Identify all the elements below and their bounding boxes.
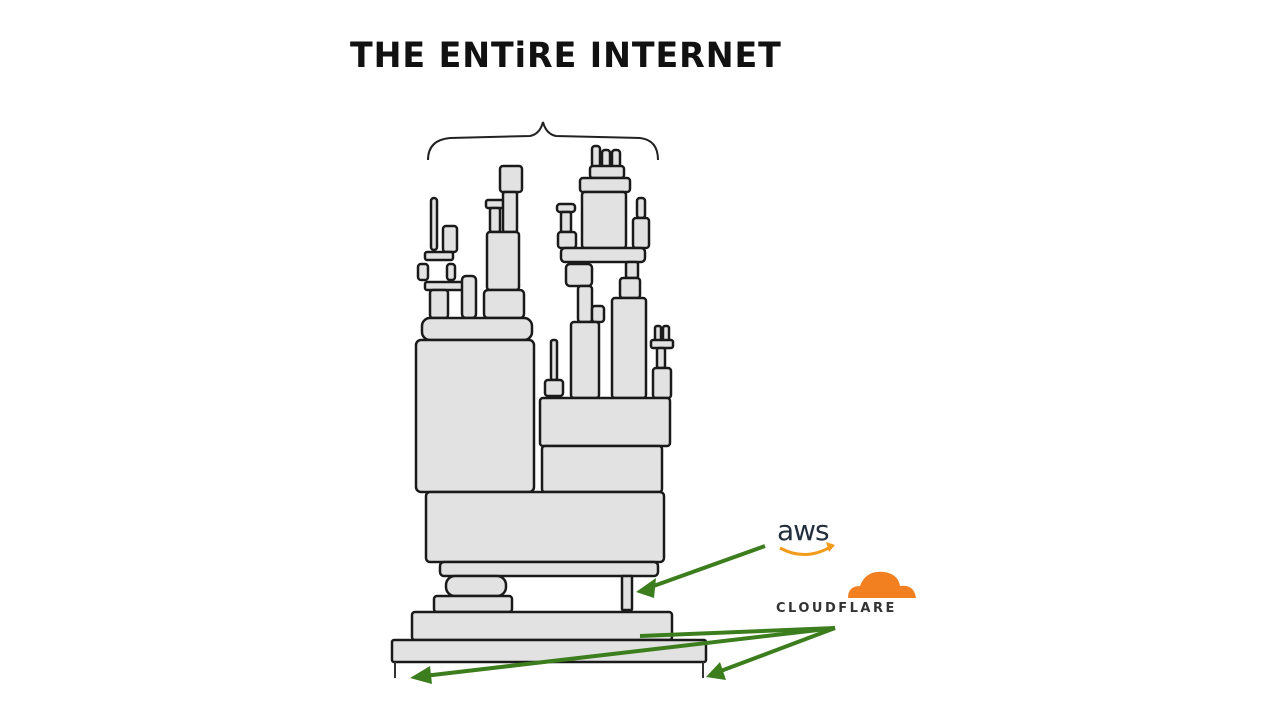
brace [427,121,659,161]
cloudflare-logo: CLOUDFLARE [776,601,897,616]
tower-blocks [390,144,708,678]
cloudflare-arrow-right [717,626,836,674]
aws-logo: aws [777,514,830,547]
tiny-pillar-aws [620,574,634,612]
cloudflare-arrow-left [423,626,836,678]
cloudflare-cloud-icon [848,571,916,598]
meme-title: THE ENTiRE INTERNET [350,36,782,76]
aws-arrow [647,544,766,590]
aws-smile-icon [779,544,833,556]
arrows [410,544,836,684]
